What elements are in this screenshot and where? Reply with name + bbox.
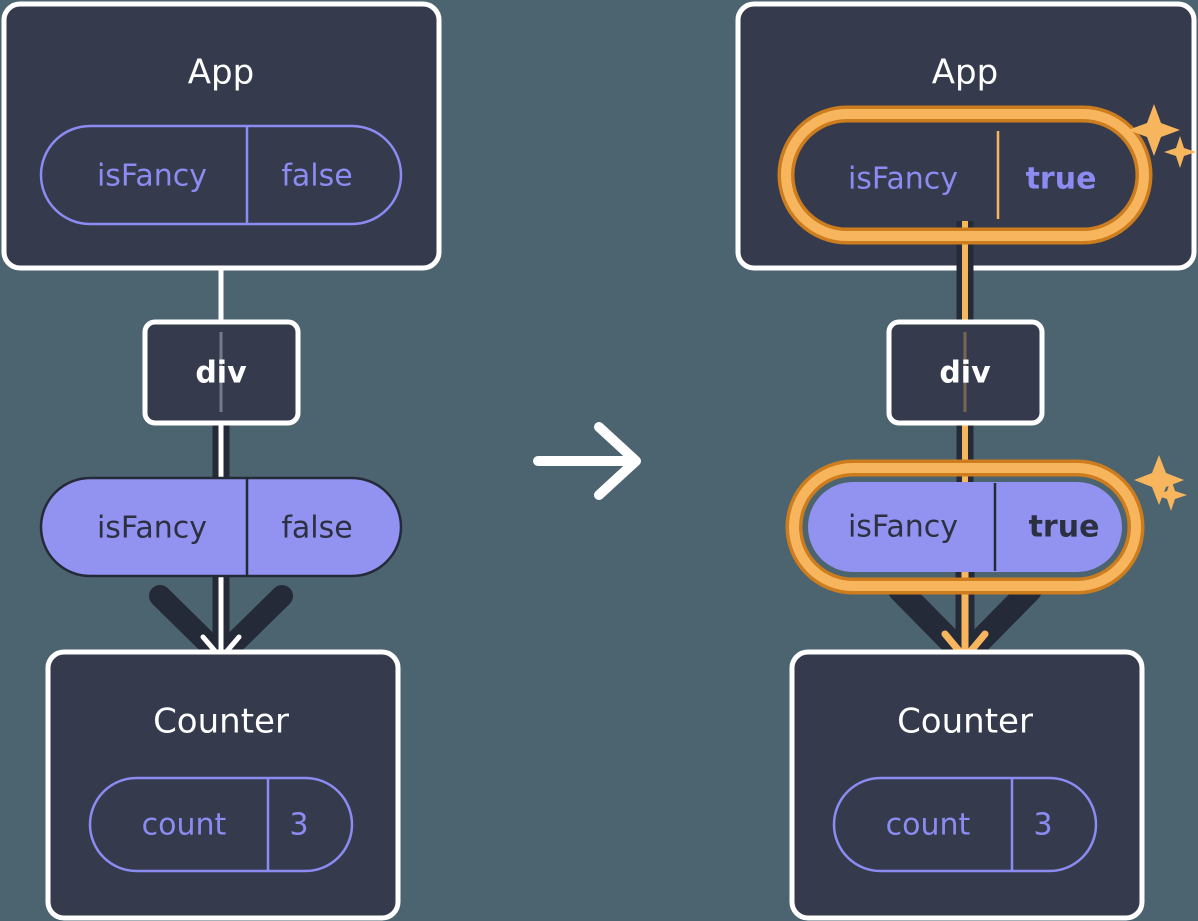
div-box-before[interactable]: div — [142, 319, 301, 426]
pill-key-label: isFancy — [848, 162, 958, 197]
counter-box-title: Counter — [153, 702, 289, 742]
pill-highlight-inner-ring — [789, 463, 1141, 591]
transition-arrow-icon — [533, 422, 641, 500]
pill-surface — [39, 476, 403, 578]
pill-surface — [801, 129, 1129, 221]
pill-value-label: false — [281, 159, 352, 194]
div-box-surface — [142, 319, 301, 426]
app-box-before[interactable]: App isFancy false — [1, 1, 442, 271]
pill-key-label: count — [142, 808, 227, 843]
app-box-after[interactable]: App isFancy true — [735, 1, 1197, 272]
pill-outline — [39, 124, 403, 226]
counter-box-surface — [45, 649, 401, 921]
pill-value-label: 3 — [289, 808, 308, 843]
edge-prop-to-counter-after — [888, 560, 1042, 668]
counter-box-before[interactable]: Counter count 3 — [45, 649, 401, 921]
div-box-after[interactable]: div — [886, 319, 1045, 426]
pill-outline — [88, 776, 354, 873]
pill-highlight-inner-ring — [781, 109, 1149, 241]
sparkle-small-icon — [1155, 479, 1187, 511]
app-state-pill-before[interactable]: isFancy false — [39, 124, 403, 226]
app-state-pill-after[interactable]: isFancy true — [777, 105, 1153, 245]
pill-key-label: isFancy — [848, 510, 958, 545]
prop-pill-after[interactable]: isFancy true — [785, 455, 1187, 595]
pill-value-label: false — [281, 511, 352, 546]
prop-pill-before[interactable]: isFancy false — [39, 476, 403, 578]
pill-surface — [808, 482, 1122, 572]
div-box-title: div — [195, 356, 247, 391]
counter-box-surface — [789, 649, 1145, 921]
pill-key-label: isFancy — [97, 159, 207, 194]
pill-value-label: true — [1026, 162, 1097, 197]
div-box-title: div — [939, 356, 991, 391]
panel-after: App isFancy true — [735, 1, 1197, 921]
div-box-surface — [886, 319, 1045, 426]
counter-state-pill-after[interactable]: count 3 — [832, 776, 1098, 873]
pill-key-label: isFancy — [97, 511, 207, 546]
pill-key-label: count — [886, 808, 971, 843]
sparkle-small-icon — [1164, 136, 1196, 168]
app-box-title: App — [932, 53, 998, 93]
counter-box-after[interactable]: Counter count 3 — [789, 649, 1145, 921]
pill-outline — [832, 776, 1098, 873]
counter-state-pill-before[interactable]: count 3 — [88, 776, 354, 873]
app-box-surface — [1, 1, 442, 271]
panel-before: App isFancy false div — [1, 1, 442, 921]
sparkle-large-icon — [1128, 104, 1180, 156]
pill-value-label: true — [1029, 510, 1100, 545]
counter-box-title: Counter — [897, 702, 1033, 742]
pill-value-label: 3 — [1033, 808, 1052, 843]
app-box-title: App — [188, 53, 254, 93]
sparkle-large-icon — [1134, 455, 1184, 505]
